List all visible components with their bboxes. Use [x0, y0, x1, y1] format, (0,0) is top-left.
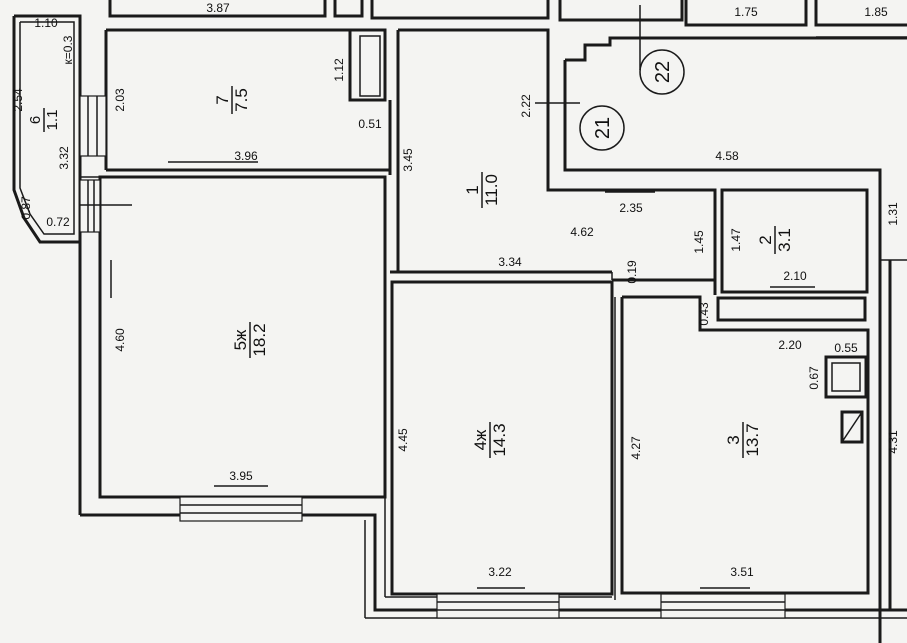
room-5-label: 5ж 18.2 — [231, 322, 269, 358]
marker-22-circle — [639, 49, 685, 95]
dim-445: 4.45 — [396, 428, 410, 452]
marker-21-circle — [579, 105, 625, 151]
dimensions-vertical: к=0.3 2.54 3.32 0.87 2.03 1.12 3.45 2.22… — [11, 35, 900, 459]
dim-322: 3.22 — [488, 565, 512, 579]
svg-text:5ж: 5ж — [231, 329, 250, 350]
room-2-label: 2 3.1 — [756, 226, 794, 254]
dim-345: 3.45 — [401, 148, 415, 172]
svg-text:7: 7 — [213, 95, 232, 104]
markers: 22 21 — [535, 5, 685, 151]
dim-top-c: 1.85 — [864, 5, 888, 19]
dim-147: 1.47 — [729, 228, 743, 252]
dim-460: 4.60 — [113, 328, 127, 352]
dim-427: 4.27 — [629, 436, 643, 460]
svg-text:13.7: 13.7 — [743, 423, 762, 456]
dimensions-horizontal: 3.87 1.75 1.85 1.10 0.72 0.51 3.96 4.58 … — [34, 1, 888, 579]
svg-text:18.2: 18.2 — [250, 323, 269, 356]
dim-k: к=0.3 — [61, 35, 75, 64]
dim-222: 2.22 — [519, 94, 533, 118]
room-6-label: 6 1.1 — [27, 108, 61, 132]
svg-text:3.1: 3.1 — [775, 228, 794, 252]
dim-220: 2.20 — [778, 338, 802, 352]
svg-text:4ж: 4ж — [471, 429, 490, 450]
dim-210: 2.10 — [783, 269, 807, 283]
svg-text:6: 6 — [27, 116, 44, 124]
dim-051: 0.51 — [358, 117, 382, 131]
dim-396: 3.96 — [234, 149, 258, 163]
room-labels: 7 7.5 1 11.0 2 3.1 5ж 18.2 4ж 14.3 3 13.… — [27, 86, 794, 458]
dimension-lines — [110, 161, 815, 589]
svg-text:7.5: 7.5 — [232, 88, 251, 112]
dim-055: 0.55 — [834, 341, 858, 355]
room-3-label: 3 13.7 — [724, 422, 762, 458]
dim-top-b: 1.75 — [734, 5, 758, 19]
dim-431: 4.31 — [886, 430, 900, 454]
dim-043: 0.43 — [697, 302, 711, 326]
svg-text:14.3: 14.3 — [490, 423, 509, 456]
windows — [79, 95, 786, 619]
dim-458: 4.58 — [715, 149, 739, 163]
dim-203: 2.03 — [113, 88, 127, 112]
dim-332: 3.32 — [57, 146, 71, 170]
dim-145: 1.45 — [692, 230, 706, 254]
svg-text:1: 1 — [463, 185, 482, 194]
room-7-label: 7 7.5 — [213, 86, 251, 114]
dim-254: 2.54 — [11, 88, 25, 112]
dim-334: 3.34 — [498, 255, 522, 269]
dim-462: 4.62 — [570, 225, 594, 239]
svg-text:2: 2 — [756, 235, 775, 244]
dim-087: 0.87 — [19, 196, 33, 220]
dim-067: 0.67 — [807, 366, 821, 390]
dim-110: 1.10 — [34, 16, 58, 30]
room-4-label: 4ж 14.3 — [471, 422, 509, 458]
svg-text:1.1: 1.1 — [44, 110, 61, 131]
walls — [12, 0, 907, 643]
dim-351: 3.51 — [730, 565, 754, 579]
dim-112: 1.12 — [332, 58, 346, 82]
room-1-label: 1 11.0 — [463, 172, 501, 208]
dim-top-a: 3.87 — [206, 1, 230, 15]
dim-395: 3.95 — [229, 469, 253, 483]
dim-235: 2.35 — [619, 201, 643, 215]
marker-21: 21 — [592, 117, 614, 139]
svg-text:3: 3 — [724, 435, 743, 444]
svg-text:11.0: 11.0 — [482, 174, 501, 206]
marker-22: 22 — [652, 61, 674, 83]
dim-131: 1.31 — [886, 202, 900, 226]
dim-072: 0.72 — [46, 215, 70, 229]
dim-019: 0.19 — [625, 260, 639, 284]
